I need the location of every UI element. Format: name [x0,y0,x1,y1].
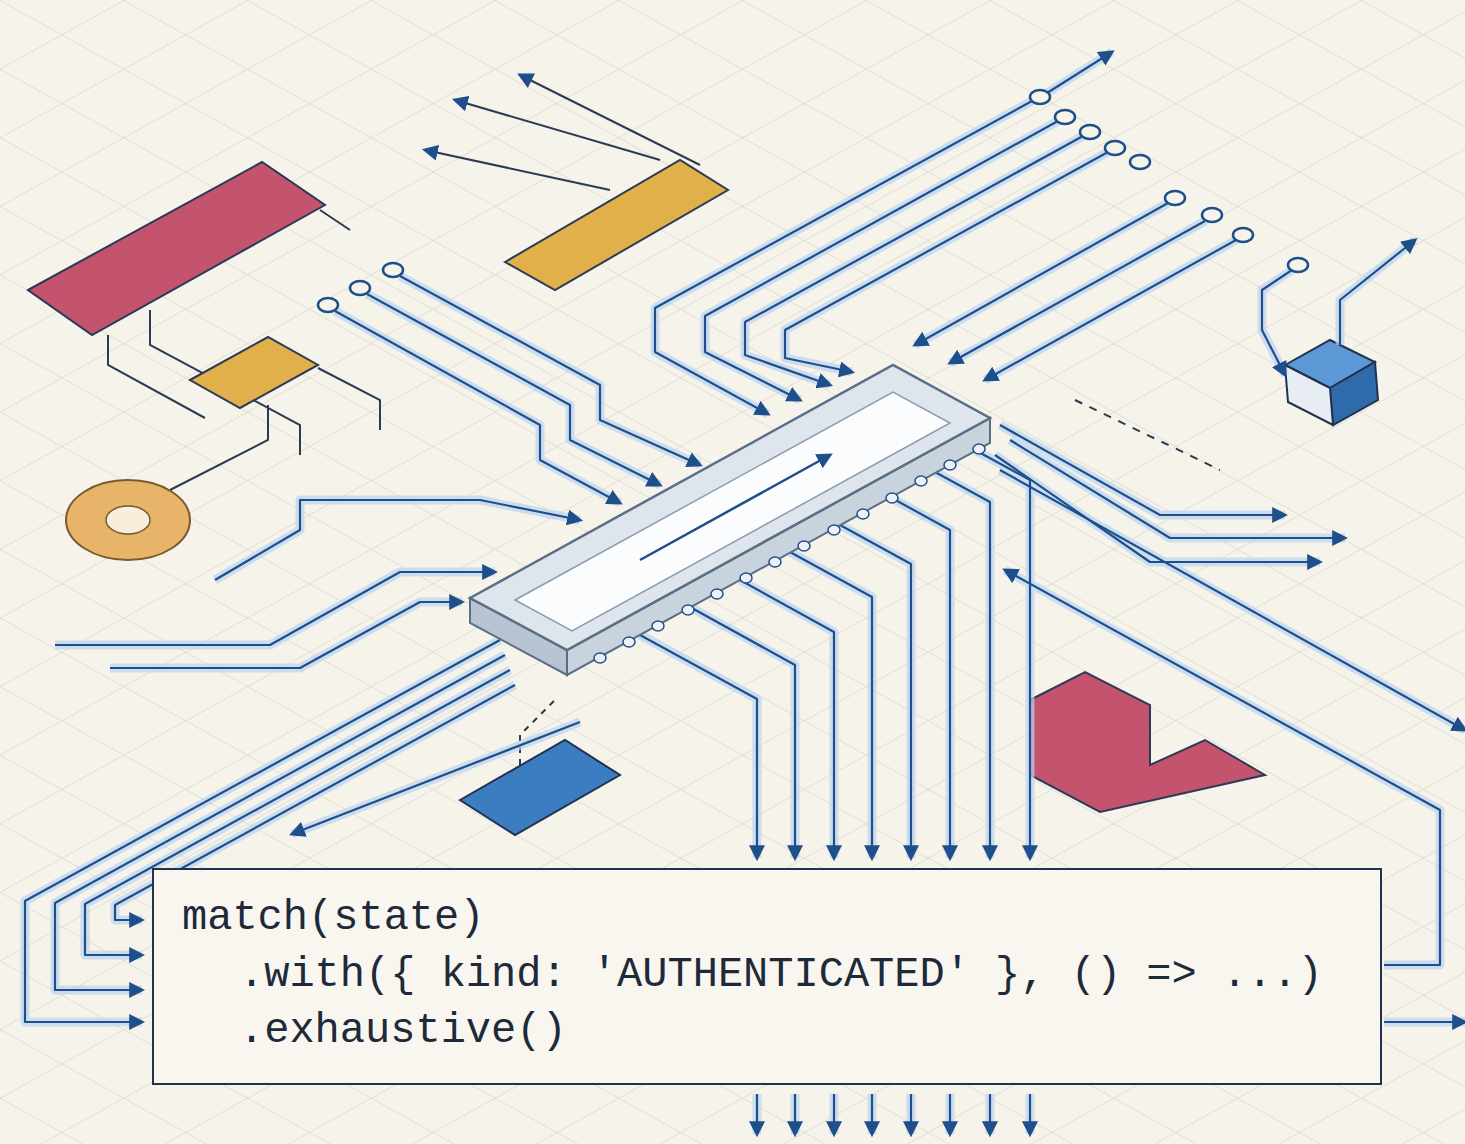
terminal [1030,90,1050,104]
chip [470,365,990,675]
code-line: match(state) [182,890,1352,947]
yellow-slab [505,160,728,290]
pin [652,621,664,631]
code-line: .with({ kind: 'AUTHENTICATED' }, () => .… [182,947,1352,1004]
pin [769,557,781,567]
terminal [1233,228,1253,242]
pin [828,525,840,535]
pin [711,589,723,599]
thin-arrow [425,150,610,190]
pin [915,476,927,486]
pin [973,444,985,454]
thin-link [170,405,268,490]
pin [798,541,810,551]
pin [740,573,752,583]
cube-side [1330,362,1378,425]
terminal [383,263,403,277]
dashed-link [1075,400,1220,470]
pin [623,637,635,647]
code-line: .exhaustive() [182,1003,1352,1060]
terminal [1055,110,1075,124]
donut-hole [106,506,150,534]
code-box: match(state).with({ kind: 'AUTHENTICATED… [152,868,1382,1085]
thin-link [318,368,380,430]
pin [594,653,606,663]
terminal [1080,125,1100,139]
blue-slab [460,740,620,835]
terminal [1288,258,1308,272]
pink-slab [28,162,325,335]
pin [682,605,694,615]
terminal [1165,191,1185,205]
pin [857,509,869,519]
donut [66,480,190,560]
chip-top [470,365,990,650]
yellow-block [190,337,318,408]
chip-pins [594,444,985,663]
terminal [1202,208,1222,222]
wires [25,52,1465,1134]
chip-arrow [640,455,830,560]
terminals [318,90,1308,312]
pin [886,493,898,503]
terminal [1130,155,1150,169]
terminal [350,281,370,295]
wire-glow [25,52,1465,1134]
pin [944,460,956,470]
terminal [1105,141,1125,155]
thin-link [320,210,350,230]
chip-window [515,392,950,631]
terminal [318,298,338,312]
cube-face [1285,365,1333,425]
thin-arrow [520,75,700,165]
